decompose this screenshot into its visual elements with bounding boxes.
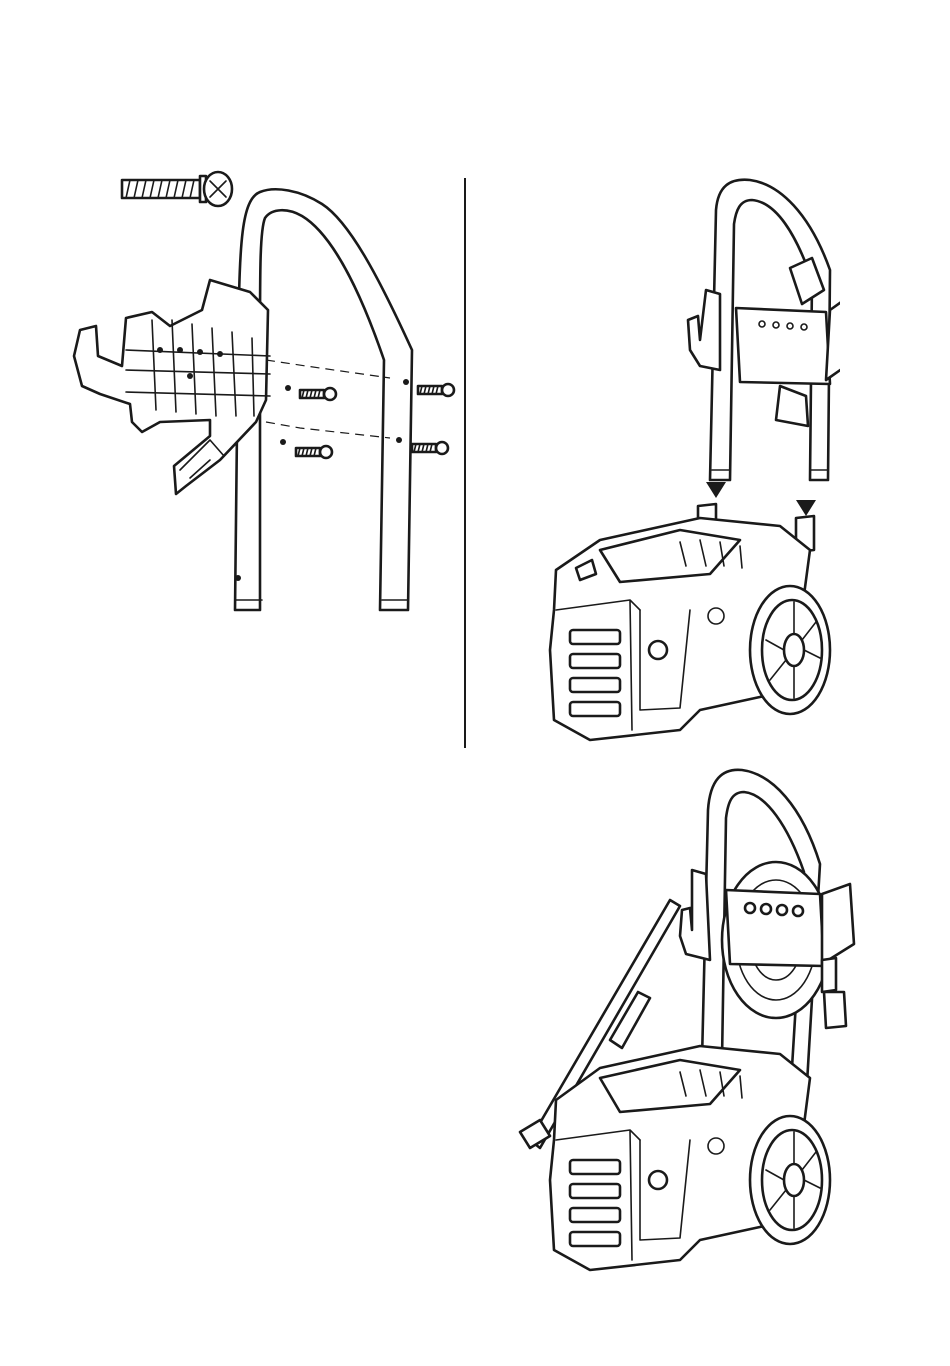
screw-icon bbox=[122, 172, 232, 206]
figure-handle-attach bbox=[60, 160, 460, 620]
figure-assembled-unit bbox=[510, 760, 870, 1280]
handle-assembly bbox=[688, 180, 840, 480]
wheel bbox=[750, 586, 830, 714]
figure-handle-insert bbox=[540, 170, 840, 760]
figure-divider bbox=[464, 178, 466, 748]
arrow-down-icon bbox=[706, 482, 816, 516]
wheel bbox=[750, 1116, 830, 1244]
screw-group bbox=[296, 384, 454, 458]
